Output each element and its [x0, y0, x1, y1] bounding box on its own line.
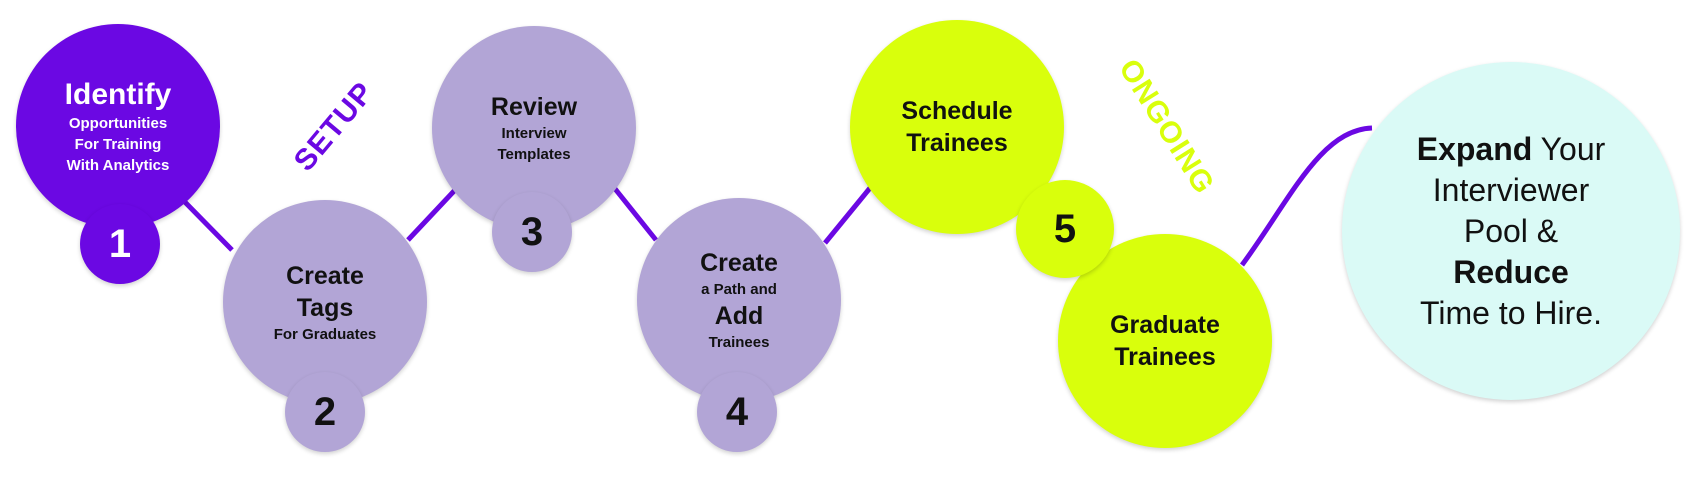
interviewer-text: Interviewer [1432, 171, 1590, 208]
step-4-circle: Create a Path and Add Trainees [637, 198, 841, 402]
step-1-subtitle-line-2: For Training [74, 135, 162, 153]
step-1-number-badge: 1 [80, 204, 160, 284]
step-3-title: Review [490, 93, 578, 121]
reduce-text: Reduce [1453, 253, 1569, 290]
step-2-circle: Create Tags For Graduates [223, 200, 427, 404]
step-5-number: 5 [1053, 206, 1077, 251]
step-3-number-badge: 3 [492, 192, 572, 272]
time-to-hire-text: Time to Hire. [1420, 294, 1602, 331]
step-2-number-badge: 2 [285, 372, 365, 452]
step-1-title: Identify [64, 77, 172, 111]
connector-2-3 [406, 188, 457, 242]
reduce-line: Reduce [1453, 252, 1569, 293]
step-2-title-line-2: Tags [296, 293, 354, 322]
step-4-number-badge: 4 [697, 372, 777, 452]
outcome-line-1: Expand Your [1417, 129, 1606, 170]
step-5-title-line-1: Schedule [901, 97, 1013, 125]
step-1-subtitle-line-1: Opportunities [68, 114, 168, 132]
connector-6-outcome [1239, 125, 1373, 267]
step-2-title-line-1: Create [286, 261, 364, 290]
outcome-circle: Expand Your Interviewer Pool & Reduce Ti… [1342, 62, 1680, 400]
graduate-trainees-circle: Graduate Trainees [1058, 234, 1272, 448]
step-1-subtitle-line-3: With Analytics [66, 156, 170, 174]
step-4-number: 4 [725, 389, 749, 434]
graduate-title-line-2: Trainees [1114, 343, 1216, 371]
expand-text: Expand [1416, 130, 1533, 167]
step-1-circle: Identify Opportunities For Training With… [16, 24, 220, 228]
connector-3-4 [610, 183, 658, 242]
your-text: Your [1532, 130, 1606, 167]
step-3-number: 3 [520, 209, 544, 254]
step-1-number: 1 [108, 221, 132, 266]
step-5-number-badge: 5 [1016, 180, 1114, 278]
graduate-title-line-1: Graduate [1110, 311, 1220, 339]
step-4-subtitle: Trainees [708, 334, 770, 351]
step-4-middle: a Path and [701, 281, 777, 298]
connector-1-2 [176, 193, 234, 252]
step-5-title-line-2: Trainees [906, 129, 1008, 157]
pool-text: Pool & [1463, 212, 1559, 249]
step-4-title-bottom: Add [714, 302, 764, 330]
step-4-title-top: Create [700, 249, 778, 277]
step-3-subtitle-line-1: Interview [501, 125, 567, 142]
connector-4-5 [823, 186, 872, 245]
step-2-subtitle: For Graduates [273, 325, 377, 343]
step-3-subtitle-line-2: Templates [497, 146, 571, 163]
step-2-number: 2 [313, 389, 337, 434]
